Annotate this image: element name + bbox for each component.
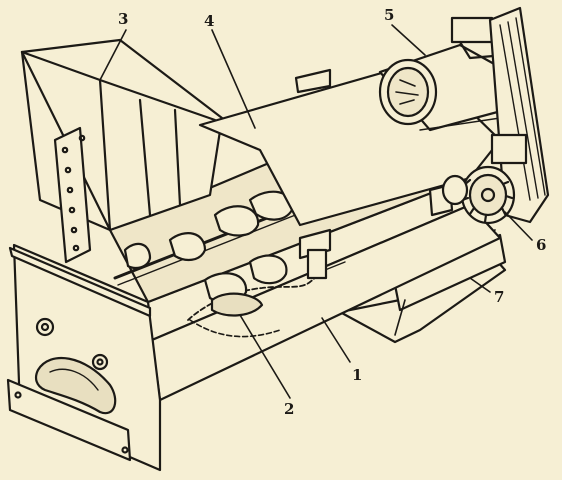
front-end-plate bbox=[6, 243, 162, 472]
feed-hopper bbox=[20, 38, 224, 264]
leader-line-7 bbox=[469, 277, 491, 293]
electric-motor bbox=[378, 16, 507, 132]
callout-5: 5 bbox=[384, 6, 395, 24]
leader-line-1 bbox=[321, 317, 351, 363]
leader-line-4 bbox=[211, 29, 256, 129]
front-bearing-icon bbox=[35, 317, 55, 337]
leader-lines bbox=[99, 24, 533, 399]
leader-line-6 bbox=[504, 211, 533, 241]
callout-2: 2 bbox=[284, 400, 295, 418]
leader-line-2 bbox=[239, 314, 291, 399]
gear-drive bbox=[441, 133, 528, 225]
callout-6: 6 bbox=[536, 236, 547, 254]
callout-7: 7 bbox=[494, 288, 505, 306]
callout-4: 4 bbox=[204, 12, 215, 30]
callout-1: 1 bbox=[352, 366, 363, 384]
leader-line-5 bbox=[391, 24, 426, 56]
leader-line-3 bbox=[99, 29, 127, 81]
callout-3: 3 bbox=[118, 10, 129, 28]
